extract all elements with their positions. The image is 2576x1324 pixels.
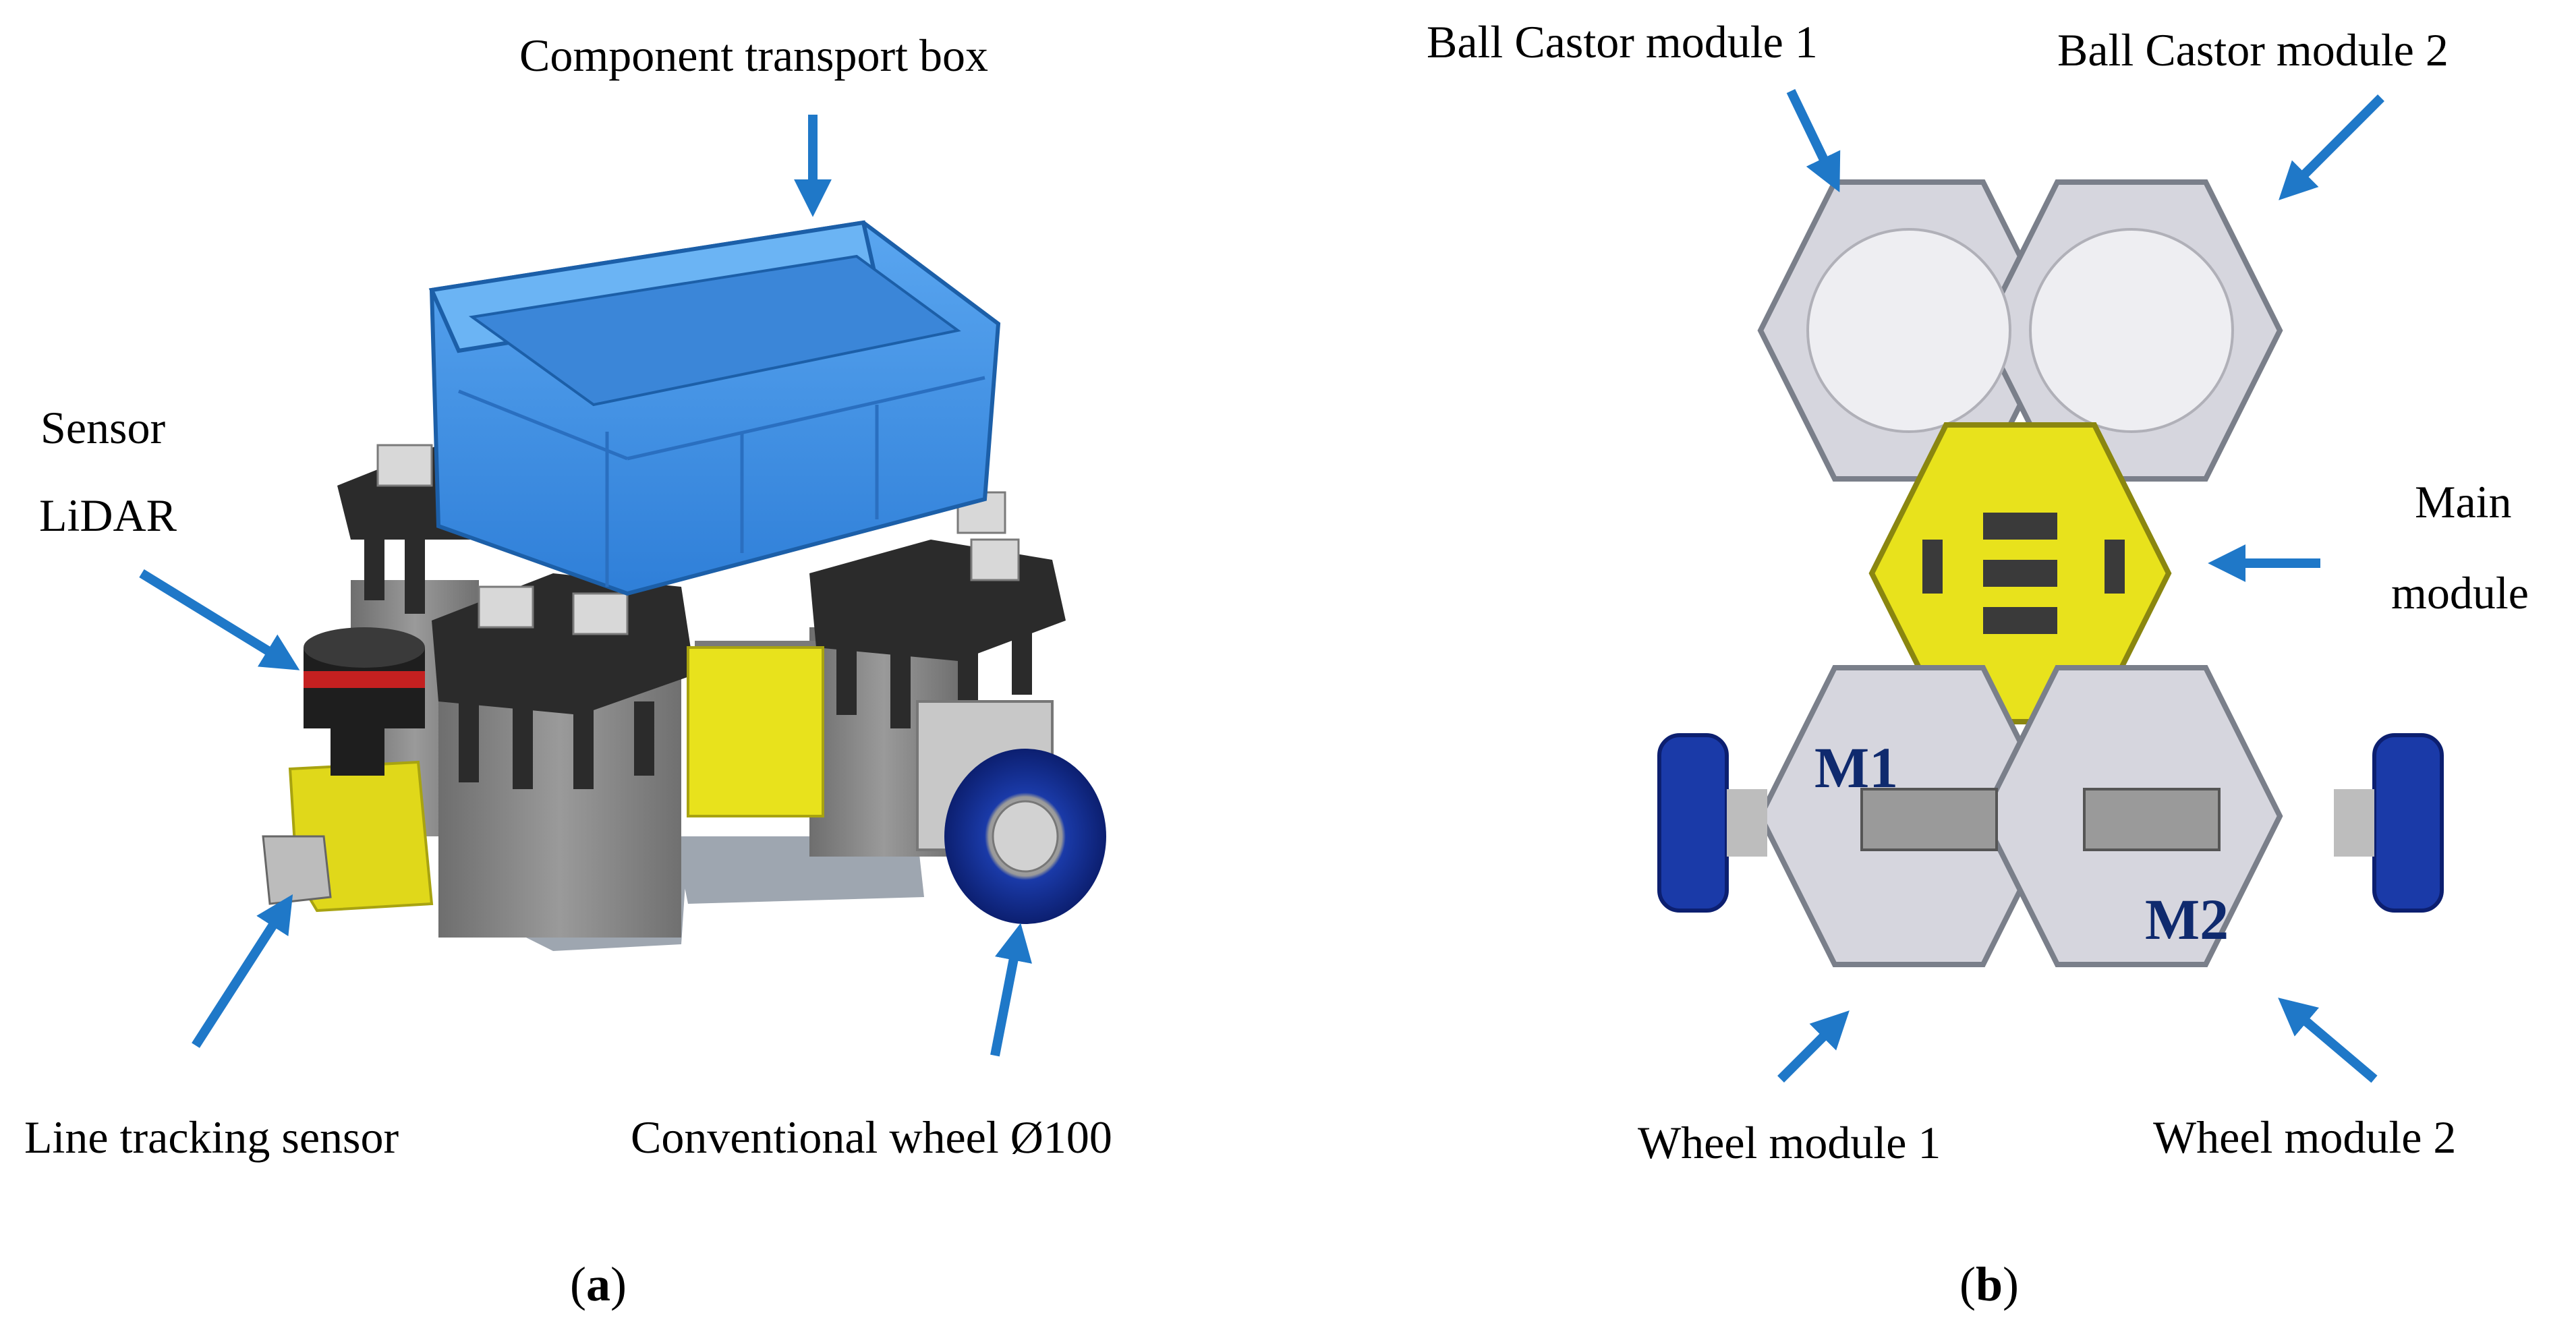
label-module: module [2391, 567, 2529, 618]
label-wheel-module-2: Wheel module 2 [2153, 1112, 2457, 1163]
wheel-left [1657, 733, 1729, 913]
label-lidar: LiDAR [39, 490, 177, 541]
ball-castor-disc [1806, 228, 2011, 433]
arrow-wheel-module-2 [2278, 998, 2378, 1083]
robot-top-view-drawing [1657, 179, 2444, 967]
label-line-tracking-sensor: Line tracking sensor [24, 1112, 399, 1163]
label-ball-castor-module-2: Ball Castor module 2 [2057, 24, 2449, 76]
arrow-lidar [139, 569, 300, 670]
label-m1: M1 [1814, 735, 1899, 800]
label-component-transport-box: Component transport box [519, 30, 989, 81]
label-conventional-wheel: Conventional wheel Ø100 [631, 1112, 1112, 1163]
wheel-hub-left [1727, 789, 1767, 857]
label-m2: M2 [2145, 887, 2229, 952]
callout-arrows [139, 88, 2384, 1083]
wheel-hub-right [2334, 789, 2374, 857]
motor-assemblies [1860, 788, 2221, 851]
arrow-castor-2 [2279, 94, 2384, 200]
label-main: Main [2415, 476, 2512, 527]
wheel-right [2372, 733, 2444, 913]
robot-isometric-drawing [262, 220, 1106, 951]
arrow-line-sensor [192, 894, 293, 1048]
label-wheel-module-1: Wheel module 1 [1638, 1117, 1941, 1168]
arrow-wheel [990, 923, 1033, 1057]
arrow-wheel-module-1 [1777, 1010, 1850, 1083]
caption-a: (a) [570, 1257, 627, 1311]
label-ball-castor-module-1: Ball Castor module 1 [1427, 16, 1818, 67]
arrow-castor-1 [1786, 88, 1841, 193]
caption-b: (b) [1959, 1257, 2020, 1311]
label-sensor: Sensor [40, 402, 166, 453]
ball-castor-disc [2029, 228, 2234, 433]
electronics-boards [1922, 513, 2125, 634]
